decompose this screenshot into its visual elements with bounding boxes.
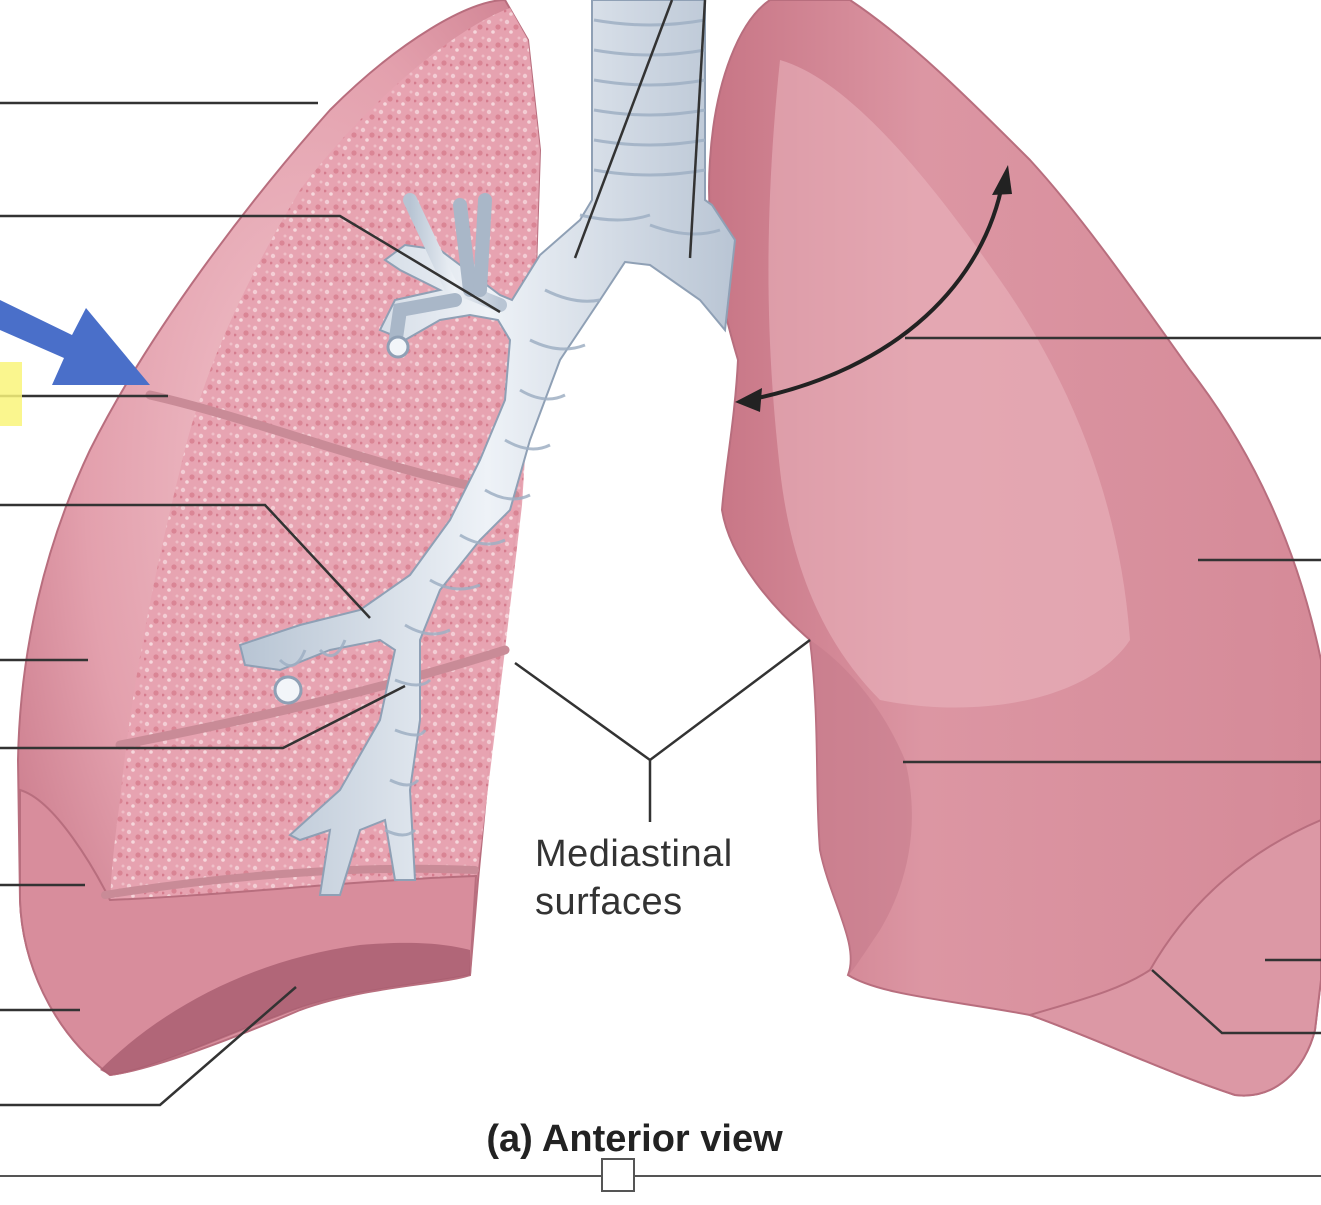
left-lung xyxy=(708,0,1321,1097)
inferior-lobe-left xyxy=(1026,818,1321,1097)
bronchus-opening-upper xyxy=(386,335,410,359)
leader-lingula xyxy=(1151,969,1321,1035)
curved-double-arrow xyxy=(735,165,1012,412)
mediastinal-surfaces-label: Mediastinal surfaces xyxy=(535,830,733,926)
mediastinal-label-line2: surfaces xyxy=(535,881,683,923)
leader-lines xyxy=(0,0,1321,1107)
right-lung-base xyxy=(19,788,478,1077)
leader-base xyxy=(0,986,297,1107)
blue-pointer-arrow xyxy=(0,300,150,385)
figure-caption: (a) Anterior view xyxy=(0,1118,1321,1161)
cardiac-notch-shadow xyxy=(810,640,912,975)
bronchial-tree xyxy=(238,0,737,896)
bronchus-opening-middle xyxy=(273,675,303,705)
caption-text: (a) Anterior view xyxy=(486,1118,783,1160)
leader-superior-lobar-bronchus xyxy=(0,214,501,314)
leader-trachea-2 xyxy=(688,0,707,259)
mediastinal-label-line1: Mediastinal xyxy=(535,833,733,875)
leader-middle-lobar-bronchus xyxy=(0,503,371,619)
horizontal-fissure xyxy=(145,390,520,500)
left-lung-highlight xyxy=(768,60,1130,708)
mediastinal-bracket xyxy=(514,639,811,762)
fissure-lower xyxy=(101,864,479,899)
airway-rings xyxy=(278,18,721,837)
superior-lobar-branches xyxy=(388,193,507,352)
highlight-marker xyxy=(0,362,22,426)
oblique-fissure xyxy=(115,645,510,750)
resize-handle[interactable] xyxy=(601,1158,635,1192)
leader-inferior-lobar-bronchus xyxy=(0,684,406,750)
right-lung-base-shadow xyxy=(100,942,470,1075)
leader-trachea-1 xyxy=(573,0,674,259)
